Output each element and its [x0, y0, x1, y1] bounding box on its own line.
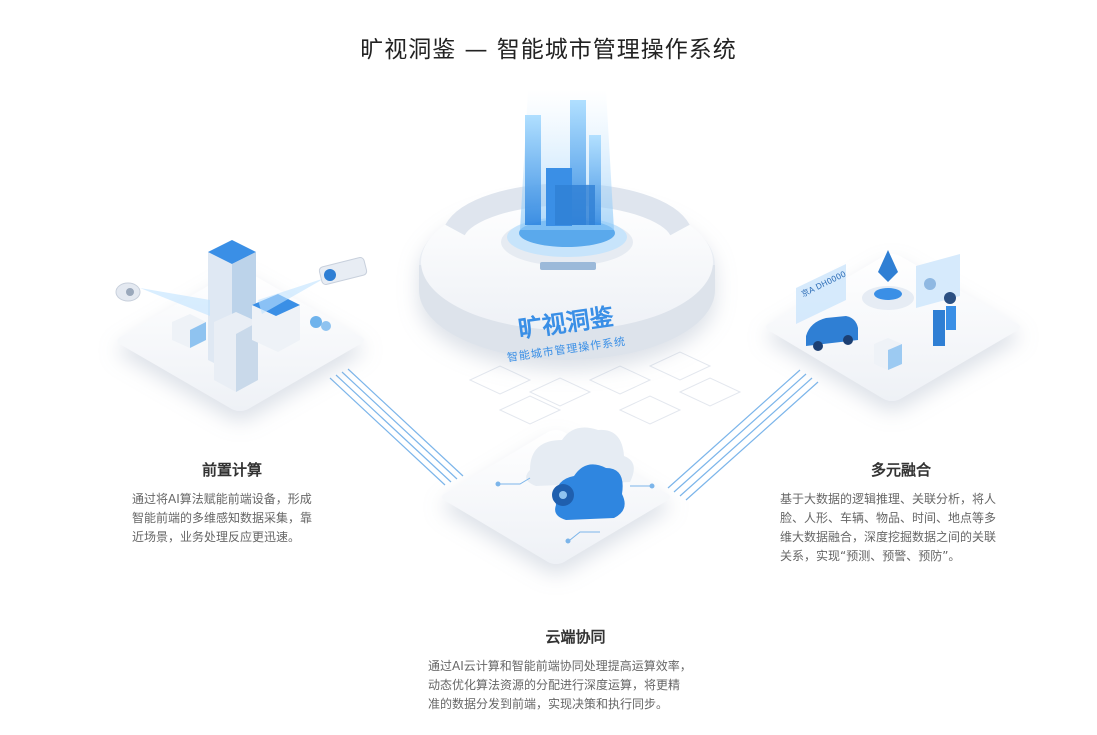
section-front-compute: 前置计算 通过将AI算法赋能前端设备，形成 智能前端的多维感知数据采集，靠 近场… — [132, 459, 332, 547]
section-title: 前置计算 — [132, 459, 332, 480]
section-cloud-edge: 云端协同 通过AI云计算和智能前端协同处理提高运算效率， 动态优化算法资源的分配… — [428, 626, 723, 714]
building-icon — [874, 338, 902, 370]
camera-right-icon — [258, 257, 367, 314]
section-title: 云端协同 — [428, 626, 723, 647]
section-title: 多元融合 — [780, 459, 1022, 480]
section-fusion: 多元融合 基于大数据的逻辑推理、关联分析，将人 脸、人形、车辆、物品、时间、地点… — [780, 459, 1022, 566]
section-description: 通过将AI算法赋能前端设备，形成 智能前端的多维感知数据采集，靠 近场景，业务处… — [132, 490, 332, 547]
section-description: 基于大数据的逻辑推理、关联分析，将人 脸、人形、车辆、物品、时间、地点等多 维大… — [780, 490, 1022, 566]
section-description: 通过AI云计算和智能前端协同处理提高运算效率， 动态优化算法资源的分配进行深度运… — [428, 657, 723, 714]
